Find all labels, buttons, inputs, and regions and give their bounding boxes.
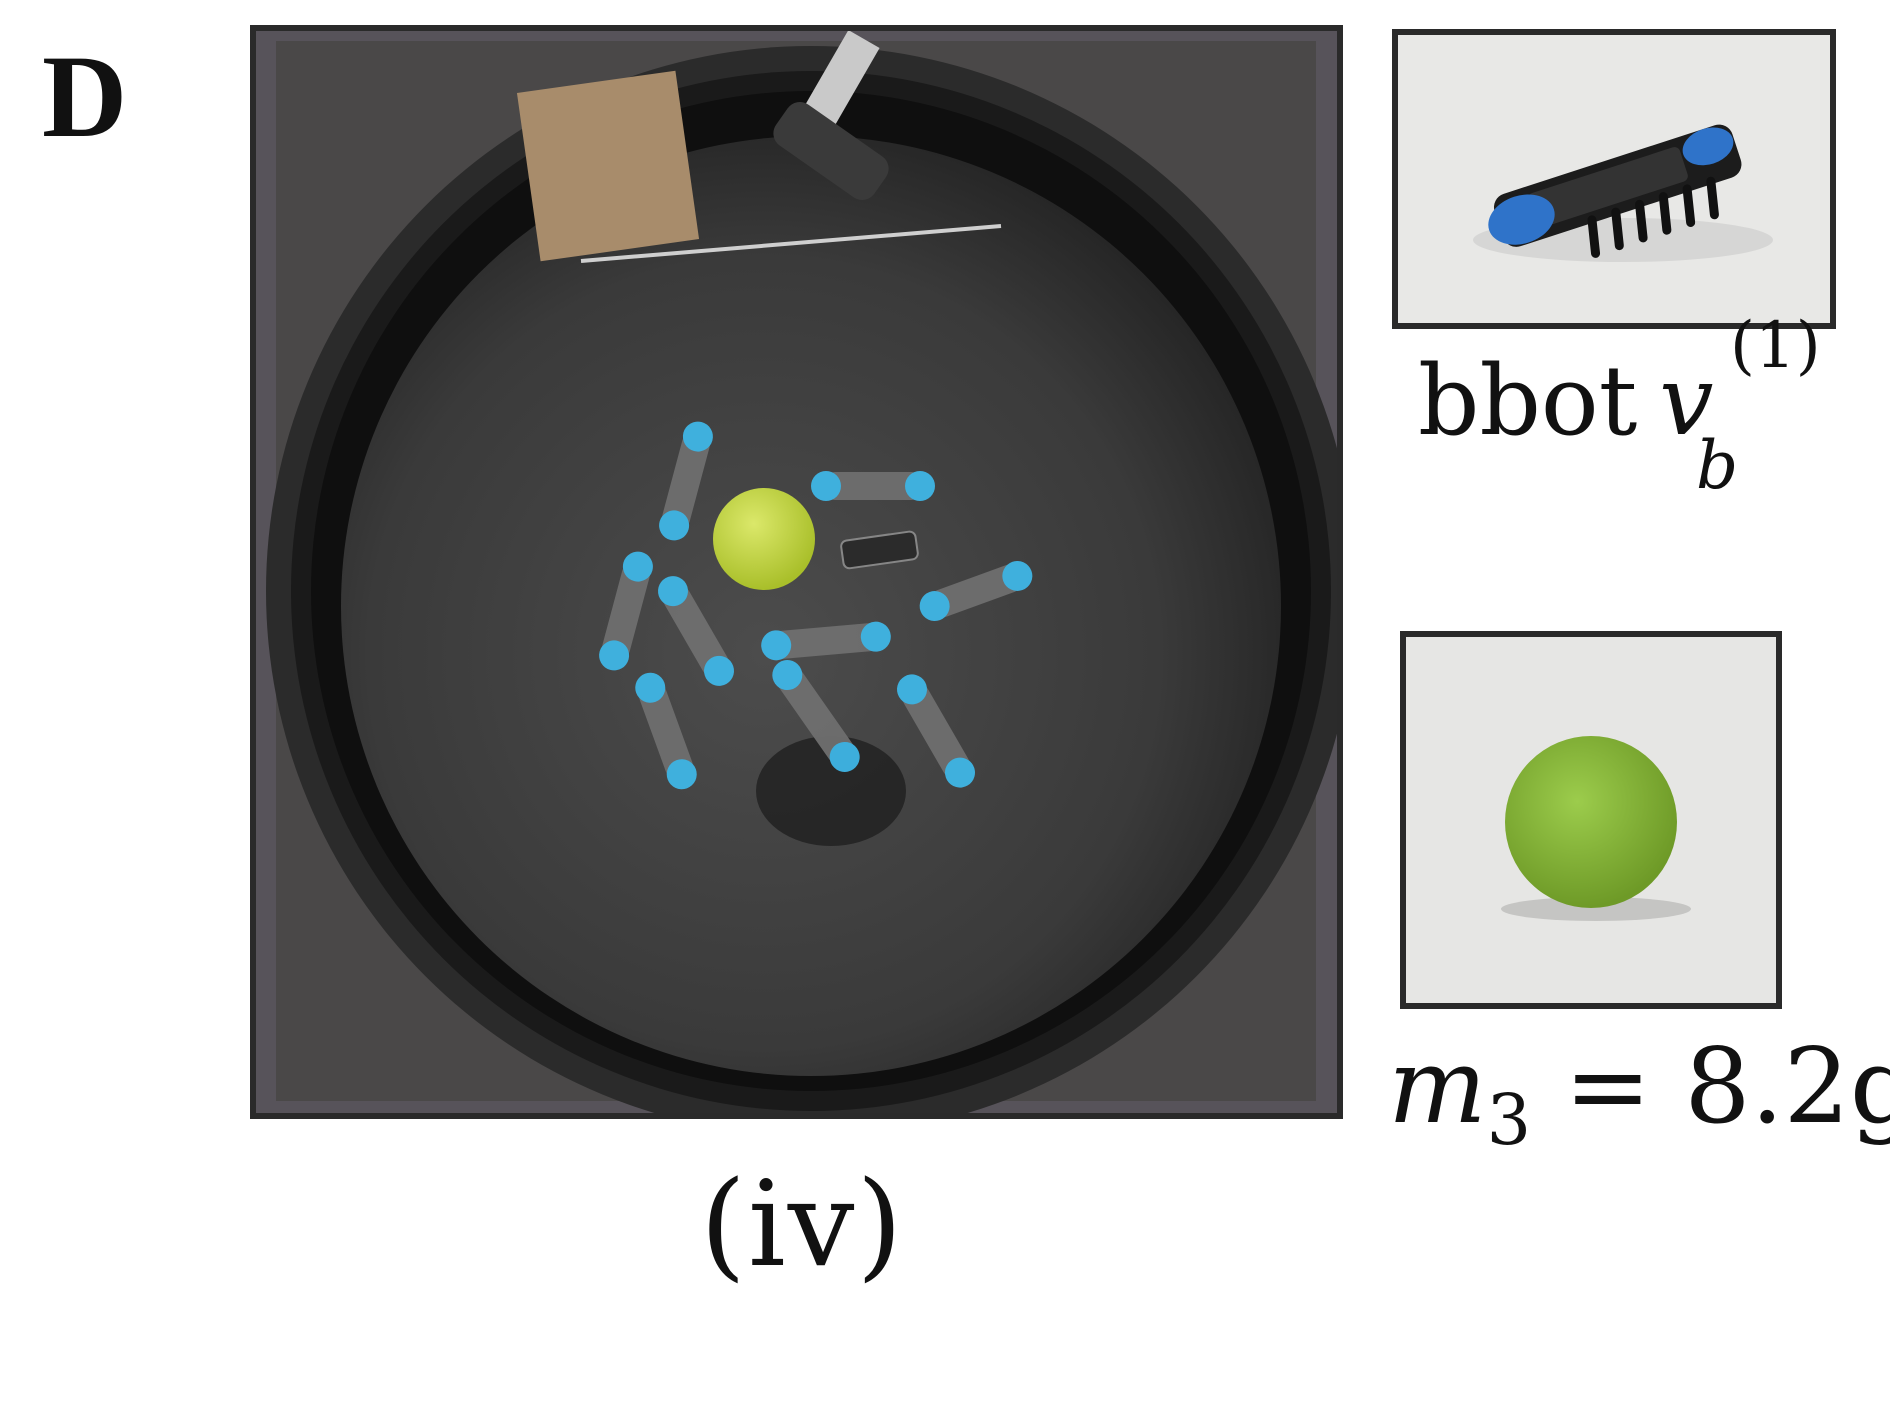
bristlebot-illustration	[1398, 35, 1830, 323]
arena-photo	[250, 25, 1343, 1119]
bristlebot-caption-word: bbot	[1418, 345, 1638, 457]
ball	[713, 488, 815, 590]
velocity-variable: v	[1659, 345, 1714, 457]
bristlebot-photo	[1392, 29, 1836, 329]
velocity-subscript: b	[1696, 427, 1739, 504]
arena-caption: (iv)	[700, 1155, 905, 1293]
ball-photo	[1400, 631, 1782, 1009]
mass-variable: m	[1388, 1025, 1487, 1147]
mass-subscript: 3	[1486, 1079, 1532, 1161]
mass-value: = 8.2g	[1531, 1025, 1890, 1147]
bristlebots	[599, 421, 1033, 790]
mass-caption: m3 = 8.2g	[1388, 1025, 1890, 1161]
velocity-superscript: (1)	[1730, 309, 1821, 383]
arena-illustration	[256, 31, 1337, 1113]
panel-label: D	[42, 31, 128, 162]
ball-illustration	[1406, 637, 1776, 1003]
